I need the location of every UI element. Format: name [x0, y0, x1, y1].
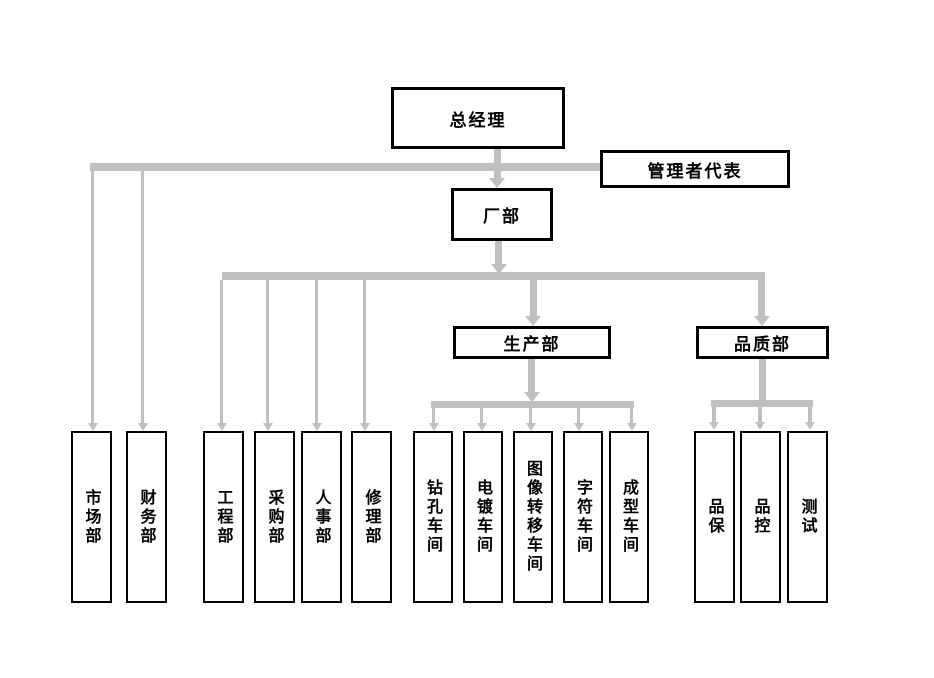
- connector-to-production: [530, 280, 537, 316]
- arrowhead-production-junction: [524, 392, 540, 402]
- node-management-representative: 管理者代表: [600, 150, 790, 188]
- node-testing-label: 测试: [798, 498, 818, 536]
- arrowhead-to-marketing: [88, 423, 98, 431]
- node-testing: 测试: [787, 431, 828, 603]
- connector-to-qa: [712, 407, 716, 422]
- node-legend-workshop-label: 字符车间: [574, 479, 593, 555]
- connector-to-drilling: [432, 408, 435, 423]
- node-hr-dept-label: 人事部: [312, 488, 332, 546]
- node-factory-division-label: 厂部: [483, 207, 521, 227]
- connector-factory-horizontal-line: [222, 272, 765, 280]
- node-hr-dept: 人事部: [301, 431, 342, 603]
- arrowhead-to-engineering: [217, 423, 227, 431]
- node-quality-dept: 品质部: [696, 326, 829, 359]
- connector-quality-down: [759, 359, 766, 401]
- node-drilling-workshop-label: 钻孔车间: [424, 479, 443, 555]
- node-production-dept: 生产部: [453, 326, 611, 359]
- node-qa-label: 品保: [705, 498, 725, 536]
- node-purchasing-dept-label: 采购部: [265, 488, 285, 546]
- node-finance-dept-label: 财务部: [137, 488, 157, 546]
- connector-to-forming: [630, 408, 633, 423]
- arrowhead-to-hr: [312, 423, 322, 431]
- node-management-representative-label: 管理者代表: [647, 161, 743, 182]
- connector-to-engineering: [220, 280, 223, 423]
- node-quality-dept-label: 品质部: [734, 335, 791, 355]
- node-engineering-dept: 工程部: [203, 431, 244, 603]
- node-production-dept-label: 生产部: [503, 335, 561, 355]
- connector-to-marketing: [91, 171, 94, 423]
- node-drilling-workshop: 钻孔车间: [413, 431, 453, 603]
- connector-to-testing: [808, 407, 812, 422]
- connector-to-repair: [363, 280, 366, 423]
- node-qa: 品保: [694, 431, 735, 603]
- arrowhead-to-testing: [805, 422, 815, 430]
- arrowhead-to-quality: [754, 316, 770, 326]
- arrowhead-to-drilling: [429, 423, 439, 431]
- connector-to-finance: [141, 171, 144, 423]
- node-marketing-dept-label: 市场部: [82, 488, 102, 546]
- node-general-manager: 总经理: [391, 87, 565, 149]
- arrowhead-to-repair: [360, 423, 370, 431]
- node-forming-workshop-label: 成型车间: [620, 479, 639, 555]
- connector-to-purchasing: [266, 280, 269, 423]
- node-qc: 品控: [740, 431, 781, 603]
- connector-to-quality: [758, 280, 765, 316]
- connector-quality-horizontal-line: [711, 400, 813, 407]
- node-qc-label: 品控: [751, 498, 771, 536]
- arrowhead-to-image-transfer: [526, 423, 536, 431]
- connector-factory-down: [495, 240, 502, 264]
- arrowhead-to-legend: [574, 423, 584, 431]
- connector-to-plating: [480, 408, 483, 423]
- node-repair-dept-label: 修理部: [362, 488, 382, 546]
- connector-to-legend: [577, 408, 580, 423]
- node-plating-workshop: 电镀车间: [463, 431, 503, 603]
- arrowhead-to-purchasing: [263, 423, 273, 431]
- node-plating-workshop-label: 电镀车间: [474, 479, 493, 555]
- arrowhead-factory-junction: [491, 264, 507, 274]
- connector-to-image-transfer: [529, 408, 532, 423]
- node-general-manager-label: 总经理: [449, 110, 507, 131]
- arrowhead-to-qc: [755, 422, 765, 430]
- node-repair-dept: 修理部: [351, 431, 392, 603]
- arrowhead-to-factory: [489, 178, 505, 188]
- node-factory-division: 厂部: [451, 188, 553, 241]
- node-legend-workshop: 字符车间: [563, 431, 603, 603]
- connector-production-horizontal-line: [431, 401, 634, 408]
- arrowhead-to-plating: [477, 423, 487, 431]
- node-image-transfer-workshop: 图像转移车间: [513, 431, 553, 603]
- node-forming-workshop: 成型车间: [609, 431, 649, 603]
- connector-to-hr: [315, 280, 318, 423]
- node-image-transfer-workshop-label: 图像转移车间: [524, 460, 543, 574]
- arrowhead-to-finance: [138, 423, 148, 431]
- arrowhead-to-qa: [709, 422, 719, 430]
- node-finance-dept: 财务部: [126, 431, 167, 603]
- arrowhead-to-forming: [627, 423, 637, 431]
- node-marketing-dept: 市场部: [71, 431, 112, 603]
- node-purchasing-dept: 采购部: [254, 431, 295, 603]
- connector-to-qc: [758, 407, 762, 422]
- node-engineering-dept-label: 工程部: [214, 488, 234, 546]
- arrowhead-to-production: [525, 316, 541, 326]
- connector-production-down: [528, 359, 535, 392]
- connector-gm-horizontal-line: [90, 163, 600, 171]
